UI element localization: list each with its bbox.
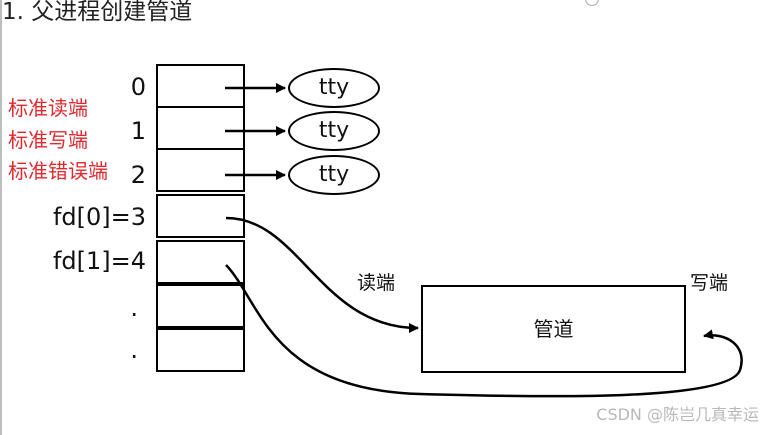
pipe-write-end-label: 写端 xyxy=(690,272,729,294)
fd-label-dot-1: . xyxy=(130,294,138,322)
std-read-label: 标准读端 xyxy=(8,96,88,120)
arrow-fd3-read-end xyxy=(225,216,419,333)
arrow-fd4-write-end xyxy=(225,264,743,398)
left-border xyxy=(0,0,2,435)
std-error-label: 标准错误端 xyxy=(8,159,108,183)
csdn-watermark: CSDN @陈岂几真幸运 xyxy=(596,405,759,424)
std-write-label: 标准写端 xyxy=(8,128,88,152)
tty-node-2: tty xyxy=(288,155,380,195)
pipe-box: 管道 xyxy=(421,285,686,373)
tty-node-0: tty xyxy=(288,68,380,108)
pipe-read-end-label: 读端 xyxy=(357,272,396,294)
tty-node-1: tty xyxy=(288,111,380,151)
fd-slot-5 xyxy=(156,284,245,328)
fd-label-1: 1 xyxy=(130,117,146,145)
fd-slot-4 xyxy=(156,240,245,284)
section-title: 1. 父进程创建管道 xyxy=(2,0,193,25)
fd-slot-3 xyxy=(156,194,245,238)
fd-slot-6 xyxy=(156,328,245,372)
fd-slot-2 xyxy=(156,148,245,192)
fd-label-4: fd[1]=4 xyxy=(52,247,146,275)
fd-label-dot-2: . xyxy=(130,336,138,364)
fd-label-2: 2 xyxy=(130,161,146,189)
fd-label-3: fd[0]=3 xyxy=(52,203,146,231)
fd-label-0: 0 xyxy=(130,73,146,101)
